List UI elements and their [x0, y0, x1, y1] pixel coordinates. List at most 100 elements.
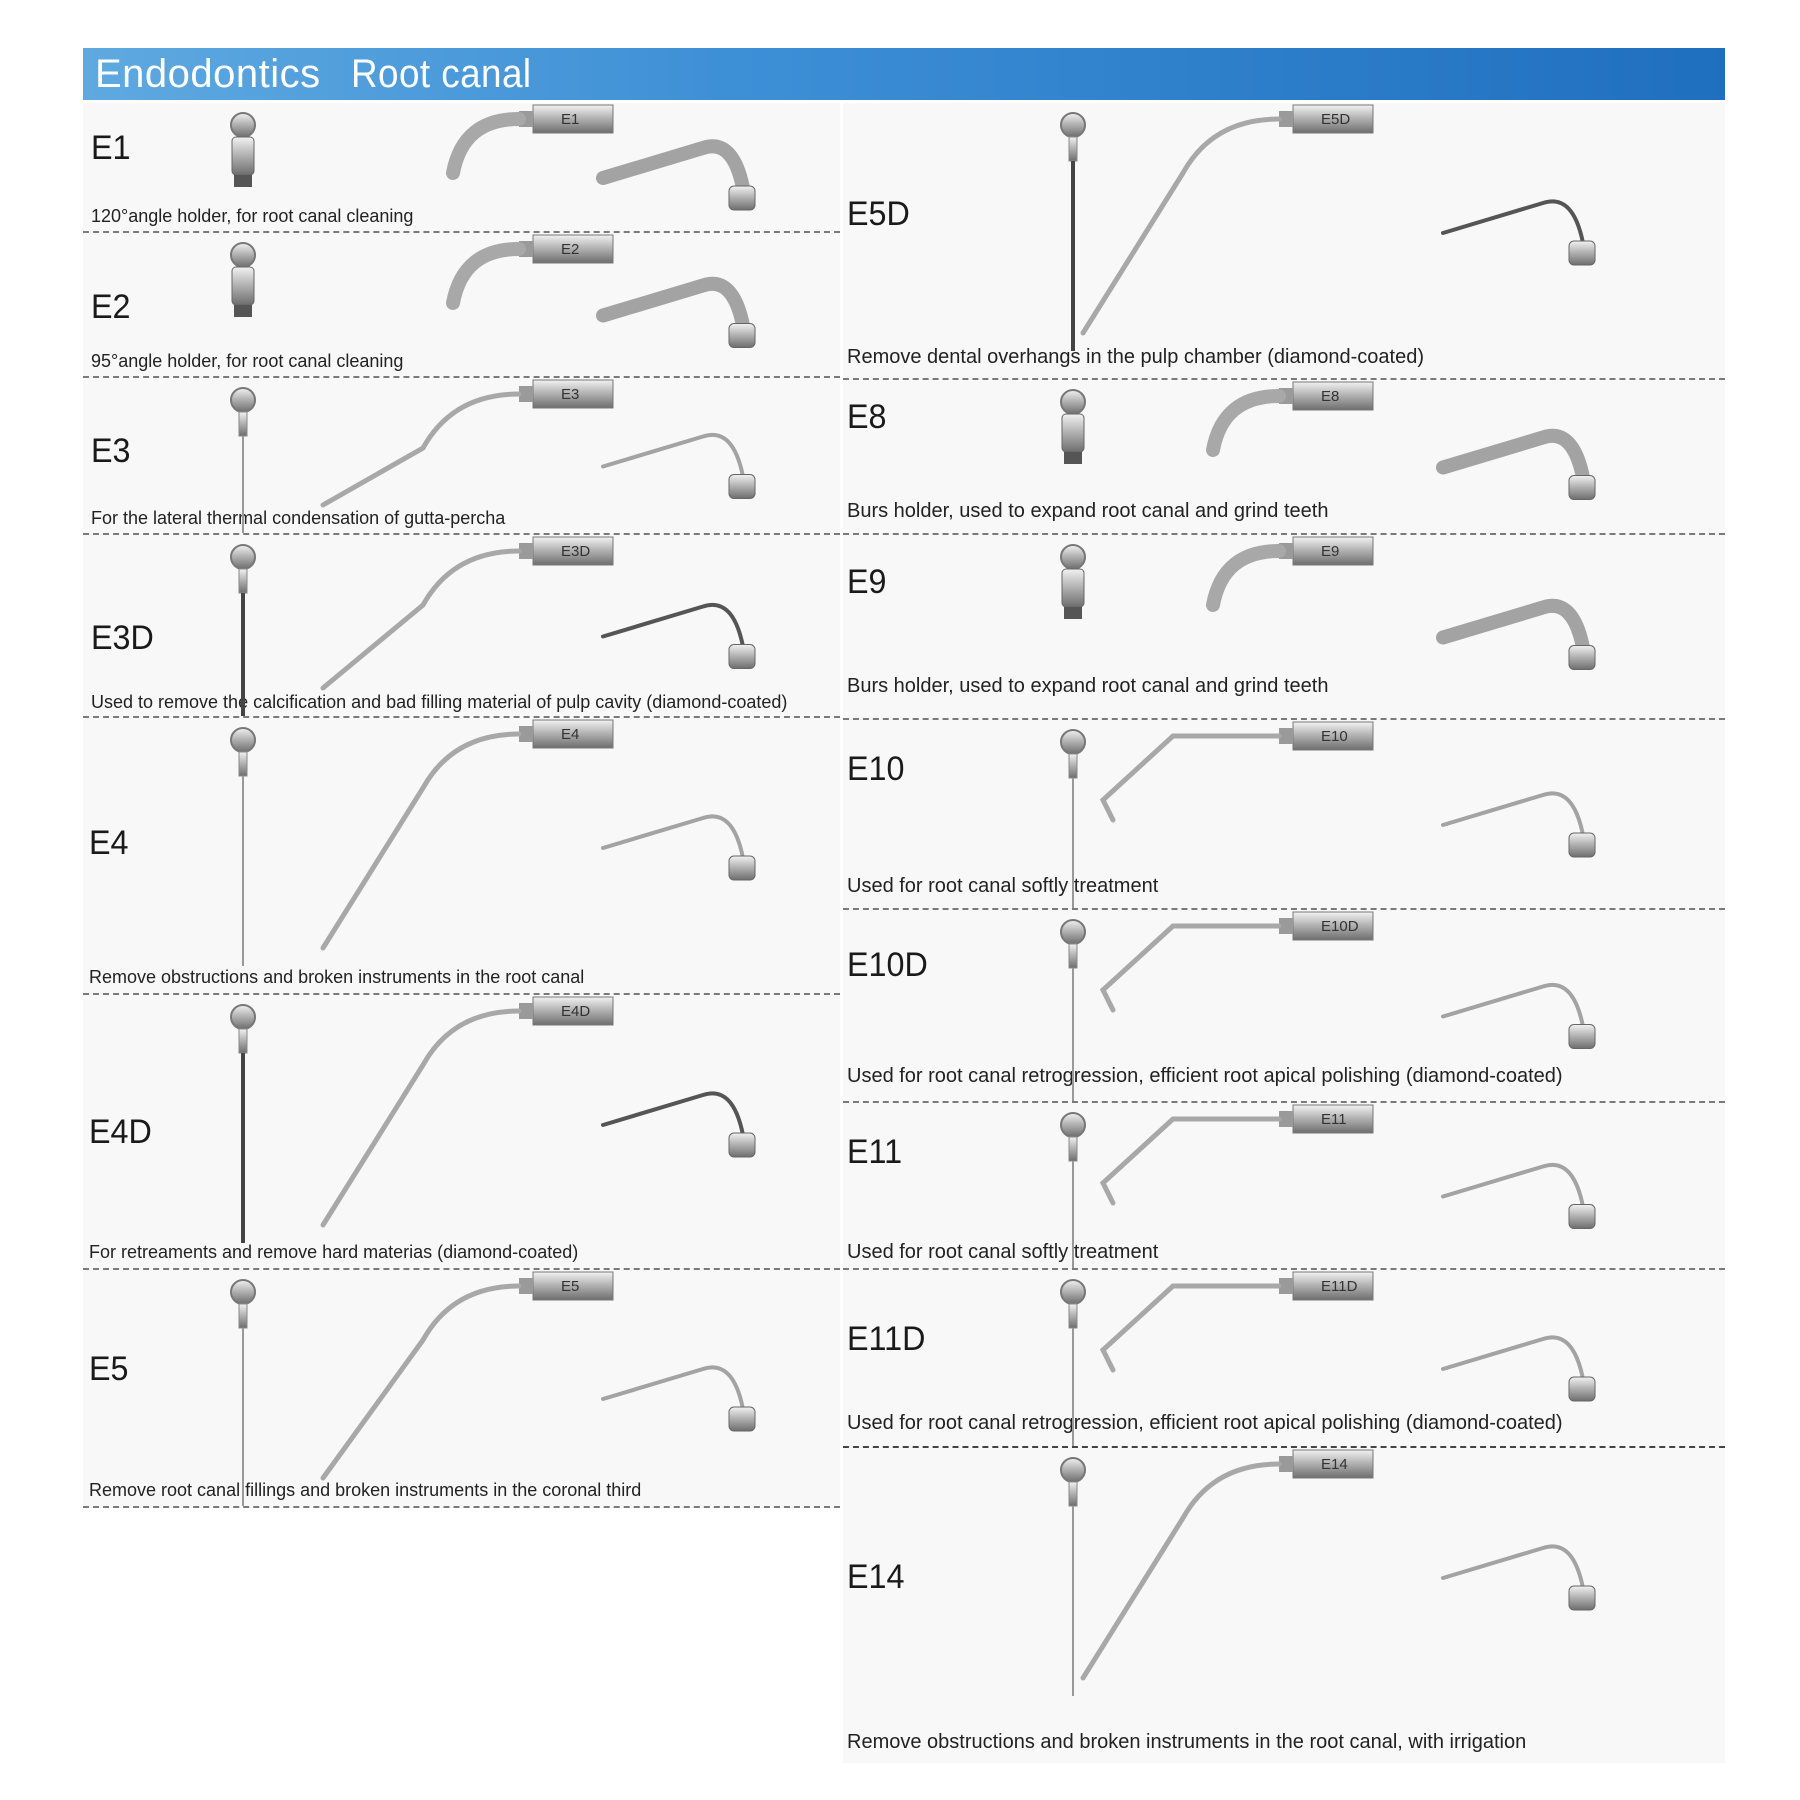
perspective-view-shaft: [1436, 429, 1590, 485]
tip-illustration: E11D: [1060, 1271, 1596, 1446]
tip-row-e1: E1 120°angle holder, for root canal clea…: [83, 103, 840, 233]
front-view-shank: [1068, 1303, 1078, 1329]
side-view-collar: [1279, 1111, 1293, 1127]
front-view-head: [1060, 919, 1086, 945]
tip-code: E3: [91, 432, 131, 470]
side-view-tip-label: E9: [1321, 543, 1339, 560]
side-view-collar: [1279, 918, 1293, 934]
tip-description: For retreaments and remove hard materias…: [89, 1242, 579, 1262]
side-view-shaft: [1099, 923, 1282, 1013]
perspective-view-shaft: [601, 1091, 745, 1137]
tip-row-e10d: E10D Used for root canal retrogression, …: [843, 910, 1725, 1103]
side-view-shaft: [1080, 1461, 1282, 1681]
header-title: Endodontics: [95, 52, 321, 96]
side-view-tip-label: E10D: [1321, 918, 1359, 935]
side-view-shaft: [320, 1283, 522, 1481]
front-view-head: [230, 727, 256, 753]
tip-row-e2: E2 95°angle holder, for root canal clean…: [83, 233, 840, 378]
tip-row-e8: E8 Burs holder, used to expand root cana…: [843, 380, 1725, 535]
tip-description: Used for root canal retrogression, effic…: [847, 1412, 1563, 1434]
tip-row-e10: E10 Used for root canal softly treatment…: [843, 720, 1725, 910]
side-view-collar: [1279, 728, 1293, 744]
side-view-body: [532, 379, 614, 409]
side-view-tip-label: E14: [1321, 1456, 1348, 1473]
tip-row-e14: E14 Remove obstructions and broken instr…: [843, 1448, 1725, 1763]
perspective-view-base: [1568, 645, 1596, 670]
side-view-body: [1292, 104, 1374, 134]
header-subtitle: Root canal: [351, 52, 532, 96]
dashed-divider: [843, 378, 1725, 380]
side-view-collar: [1279, 111, 1293, 127]
perspective-view-base: [728, 185, 756, 211]
tip-row-e4: E4 Remove obstructions and broken instru…: [83, 718, 840, 995]
tip-description: 120°angle holder, for root canal cleanin…: [91, 206, 414, 226]
front-view-shank: [238, 751, 248, 777]
dashed-divider: [83, 1268, 840, 1270]
tip-code: E5: [89, 1350, 129, 1388]
front-view-body: [1061, 568, 1085, 608]
tip-description: Used for root canal retrogression, effic…: [847, 1065, 1563, 1087]
front-view-shank: [1068, 753, 1078, 779]
side-view-collar: [519, 386, 533, 402]
front-view-shank: [1068, 943, 1078, 969]
front-view-head: [1060, 729, 1086, 755]
perspective-view-base: [728, 1406, 756, 1432]
front-view-shank: [238, 1303, 248, 1329]
tip-row-e11d: E11D Used for root canal retrogression, …: [843, 1270, 1725, 1448]
side-view-shaft: [320, 731, 522, 951]
front-view-shank: [238, 1028, 248, 1054]
dashed-divider: [843, 908, 1725, 910]
side-view-tip-label: E1: [561, 111, 579, 128]
side-view-collar: [519, 1003, 533, 1019]
tip-illustration: E9: [1060, 536, 1596, 670]
tip-row-e9: E9 Burs holder, used to expand root cana…: [843, 535, 1725, 720]
front-view-hex: [1064, 452, 1082, 464]
side-view-shaft: [320, 1008, 522, 1228]
tip-code: E10D: [847, 946, 928, 984]
side-view-body: [532, 996, 614, 1026]
side-view-tip-label: E2: [561, 241, 579, 258]
tip-illustration: E10D: [1060, 911, 1596, 1101]
front-view-shank: [1068, 1136, 1078, 1162]
side-view-shaft: [1099, 733, 1282, 823]
side-view-shaft: [320, 391, 522, 508]
side-view-body: [532, 719, 614, 749]
front-view-head: [230, 544, 256, 570]
side-view-tip-label: E3D: [561, 543, 590, 560]
side-view-tip-label: E5D: [1321, 111, 1350, 128]
side-view-collar: [1279, 1278, 1293, 1294]
tip-code: E11: [847, 1133, 903, 1171]
dashed-divider: [83, 376, 840, 378]
left-panel: [83, 103, 840, 1508]
perspective-view-shaft: [1436, 599, 1590, 655]
tip-description: Remove dental overhangs in the pulp cham…: [847, 346, 1425, 368]
side-view-shaft: [1080, 116, 1282, 336]
tip-illustration: E10: [1060, 721, 1596, 908]
tip-code: E4: [89, 824, 129, 862]
front-view-head: [1060, 544, 1086, 570]
dashed-divider: [83, 716, 840, 718]
front-view-body: [231, 136, 255, 176]
side-view-tip-label: E10: [1321, 728, 1348, 745]
side-view-shaft: [320, 548, 522, 691]
tip-code: E11D: [847, 1320, 926, 1358]
tip-description: Remove obstructions and broken instrumen…: [89, 967, 585, 987]
side-view-tip-label: E5: [561, 1278, 579, 1295]
tip-illustration: E3D: [230, 536, 756, 716]
perspective-view-base: [1568, 475, 1596, 500]
side-view-tip-label: E3: [561, 386, 579, 403]
side-view-tip-label: E8: [1321, 388, 1339, 405]
side-view-collar: [519, 1278, 533, 1294]
front-view-head: [1060, 1457, 1086, 1483]
dashed-divider: [843, 533, 1725, 535]
front-view-head: [1060, 1279, 1086, 1305]
perspective-view-base: [728, 474, 756, 499]
dashed-divider: [83, 1506, 840, 1508]
side-view-body: [1292, 381, 1374, 411]
front-view-shank: [238, 411, 248, 437]
dashed-divider: [843, 1101, 1725, 1103]
perspective-view-base: [728, 855, 756, 881]
tip-description: Used for root canal softly treatment: [847, 875, 1159, 897]
side-view-body: [1292, 536, 1374, 566]
dashed-divider: [83, 533, 840, 535]
